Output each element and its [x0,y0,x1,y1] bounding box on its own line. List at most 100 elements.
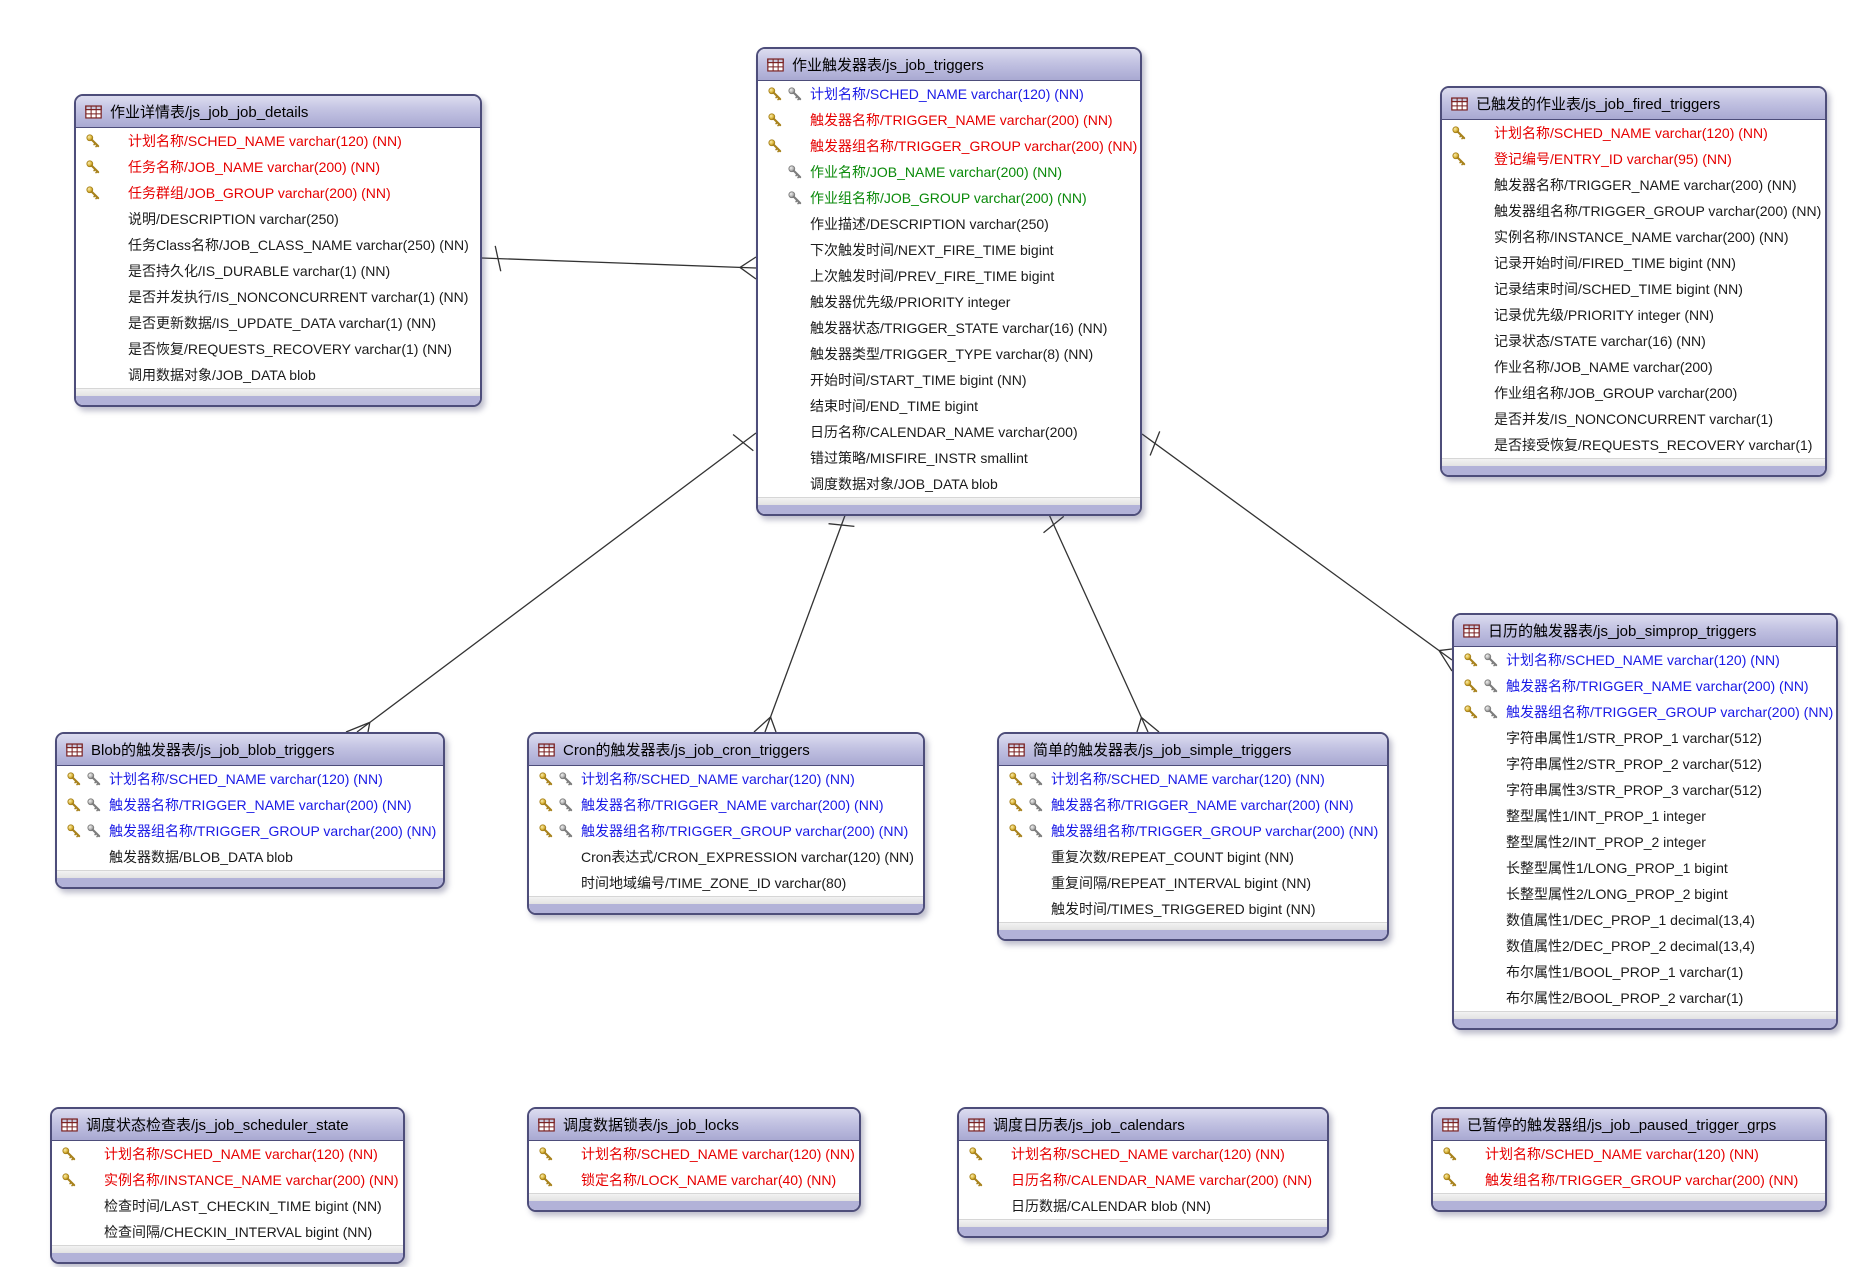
column-row[interactable]: 布尔属性2/BOOL_PROP_2 varchar(1) [1454,985,1836,1011]
column-row[interactable]: 触发器名称/TRIGGER_NAME varchar(200) (NN) [758,107,1140,133]
column-row[interactable]: 任务名称/JOB_NAME varchar(200) (NN) [76,154,480,180]
column-row[interactable]: 触发器组名称/TRIGGER_GROUP varchar(200) (NN) [1454,699,1836,725]
column-row[interactable]: 作业组名称/JOB_GROUP varchar(200) (NN) [758,185,1140,211]
column-row[interactable]: 检查时间/LAST_CHECKIN_TIME bigint (NN) [52,1193,403,1219]
table-header[interactable]: Blob的触发器表/js_job_blob_triggers [57,734,443,766]
column-row[interactable]: 触发组名称/TRIGGER_GROUP varchar(200) (NN) [1433,1167,1825,1193]
column-row[interactable]: 实例名称/INSTANCE_NAME varchar(200) (NN) [1442,224,1825,250]
table-header[interactable]: 调度数据锁表/js_job_locks [529,1109,859,1141]
column-row[interactable]: 调用数据对象/JOB_DATA blob [76,362,480,388]
column-row[interactable]: 数值属性1/DEC_PROP_1 decimal(13,4) [1454,907,1836,933]
column-row[interactable]: 触发器名称/TRIGGER_NAME varchar(200) (NN) [1442,172,1825,198]
table-header[interactable]: 已触发的作业表/js_job_fired_triggers [1442,88,1825,120]
table-header[interactable]: 调度日历表/js_job_calendars [959,1109,1327,1141]
column-row[interactable]: 重复次数/REPEAT_COUNT bigint (NN) [999,844,1387,870]
column-row[interactable]: 数值属性2/DEC_PROP_2 decimal(13,4) [1454,933,1836,959]
column-row[interactable]: 触发器数据/BLOB_DATA blob [57,844,443,870]
table-header[interactable]: 作业触发器表/js_job_triggers [758,49,1140,81]
column-row[interactable]: 实例名称/INSTANCE_NAME varchar(200) (NN) [52,1167,403,1193]
column-row[interactable]: 计划名称/SCHED_NAME varchar(120) (NN) [959,1141,1327,1167]
column-row[interactable]: 是否并发/IS_NONCONCURRENT varchar(1) [1442,406,1825,432]
one-cardinality-tick[interactable] [1149,431,1161,456]
column-row[interactable]: 开始时间/START_TIME bigint (NN) [758,367,1140,393]
one-cardinality-tick[interactable] [494,245,502,272]
column-row[interactable]: 作业名称/JOB_NAME varchar(200) (NN) [758,159,1140,185]
relationship-line[interactable] [764,509,848,733]
table-header[interactable]: 调度状态检查表/js_job_scheduler_state [52,1109,403,1141]
column-row[interactable]: 作业名称/JOB_NAME varchar(200) [1442,354,1825,380]
table-header[interactable]: 简单的触发器表/js_job_simple_triggers [999,734,1387,766]
column-row[interactable]: 触发器组名称/TRIGGER_GROUP varchar(200) (NN) [1442,198,1825,224]
column-row[interactable]: 长整型属性1/LONG_PROP_1 bigint [1454,855,1836,881]
column-row[interactable]: 触发器名称/TRIGGER_NAME varchar(200) (NN) [529,792,923,818]
table-header[interactable]: 日历的触发器表/js_job_simprop_triggers [1454,615,1836,647]
column-row[interactable]: 整型属性2/INT_PROP_2 integer [1454,829,1836,855]
column-row[interactable]: 调度数据对象/JOB_DATA blob [758,471,1140,497]
column-row[interactable]: 触发器名称/TRIGGER_NAME varchar(200) (NN) [57,792,443,818]
column-row[interactable]: 下次触发时间/NEXT_FIRE_TIME bigint [758,237,1140,263]
column-row[interactable]: 检查间隔/CHECKIN_INTERVAL bigint (NN) [52,1219,403,1245]
column-row[interactable]: 触发器名称/TRIGGER_NAME varchar(200) (NN) [1454,673,1836,699]
column-row[interactable]: 是否并发执行/IS_NONCONCURRENT varchar(1) (NN) [76,284,480,310]
column-row[interactable]: 计划名称/SCHED_NAME varchar(120) (NN) [999,766,1387,792]
column-row[interactable]: 布尔属性1/BOOL_PROP_1 varchar(1) [1454,959,1836,985]
column-row[interactable]: 计划名称/SCHED_NAME varchar(120) (NN) [529,1141,859,1167]
column-row[interactable]: 字符串属性1/STR_PROP_1 varchar(512) [1454,725,1836,751]
column-row[interactable]: 结束时间/END_TIME bigint [758,393,1140,419]
many-cardinality-crowfoot[interactable] [1438,648,1453,672]
many-cardinality-crowfoot[interactable] [753,716,777,733]
many-cardinality-crowfoot[interactable] [1136,716,1160,733]
column-row[interactable]: 日历名称/CALENDAR_NAME varchar(200) (NN) [959,1167,1327,1193]
table-header[interactable]: Cron的触发器表/js_job_cron_triggers [529,734,923,766]
column-row[interactable]: 计划名称/SCHED_NAME varchar(120) (NN) [57,766,443,792]
relationship-line[interactable] [481,257,757,269]
column-row[interactable]: 触发器状态/TRIGGER_STATE varchar(16) (NN) [758,315,1140,341]
column-row[interactable]: 触发器组名称/TRIGGER_GROUP varchar(200) (NN) [57,818,443,844]
column-row[interactable]: 登记编号/ENTRY_ID varchar(95) (NN) [1442,146,1825,172]
column-row[interactable]: 记录结束时间/SCHED_TIME bigint (NN) [1442,276,1825,302]
column-row[interactable]: 计划名称/SCHED_NAME varchar(120) (NN) [1433,1141,1825,1167]
relationship-line[interactable] [356,432,757,733]
column-row[interactable]: 触发器名称/TRIGGER_NAME varchar(200) (NN) [999,792,1387,818]
column-row[interactable]: 任务Class名称/JOB_CLASS_NAME varchar(250) (N… [76,232,480,258]
column-row[interactable]: 作业描述/DESCRIPTION varchar(250) [758,211,1140,237]
column-row[interactable]: 日历名称/CALENDAR_NAME varchar(200) [758,419,1140,445]
column-row[interactable]: 锁定名称/LOCK_NAME varchar(40) (NN) [529,1167,859,1193]
column-row[interactable]: 记录开始时间/FIRED_TIME bigint (NN) [1442,250,1825,276]
column-row[interactable]: 记录优先级/PRIORITY integer (NN) [1442,302,1825,328]
column-row[interactable]: 是否更新数据/IS_UPDATE_DATA varchar(1) (NN) [76,310,480,336]
one-cardinality-tick[interactable] [1043,515,1065,534]
column-row[interactable]: 触发器组名称/TRIGGER_GROUP varchar(200) (NN) [529,818,923,844]
table-header[interactable]: 已暂停的触发器组/js_job_paused_trigger_grps [1433,1109,1825,1141]
column-row[interactable]: 计划名称/SCHED_NAME varchar(120) (NN) [1454,647,1836,673]
column-row[interactable]: 错过策略/MISFIRE_INSTR smallint [758,445,1140,471]
column-row[interactable]: 记录状态/STATE varchar(16) (NN) [1442,328,1825,354]
relationship-line[interactable] [1046,509,1149,733]
column-row[interactable]: 字符串属性2/STR_PROP_2 varchar(512) [1454,751,1836,777]
column-row[interactable]: 计划名称/SCHED_NAME varchar(120) (NN) [76,128,480,154]
table-header[interactable]: 作业详情表/js_job_job_details [76,96,480,128]
column-row[interactable]: 触发器类型/TRIGGER_TYPE varchar(8) (NN) [758,341,1140,367]
many-cardinality-crowfoot[interactable] [739,256,757,280]
relationship-line[interactable] [1141,433,1453,661]
column-row[interactable]: 说明/DESCRIPTION varchar(250) [76,206,480,232]
column-row[interactable]: 长整型属性2/LONG_PROP_2 bigint [1454,881,1836,907]
column-row[interactable]: 字符串属性3/STR_PROP_3 varchar(512) [1454,777,1836,803]
column-row[interactable]: Cron表达式/CRON_EXPRESSION varchar(120) (NN… [529,844,923,870]
column-row[interactable]: 触发器组名称/TRIGGER_GROUP varchar(200) (NN) [758,133,1140,159]
column-row[interactable]: 计划名称/SCHED_NAME varchar(120) (NN) [1442,120,1825,146]
column-row[interactable]: 上次触发时间/PREV_FIRE_TIME bigint [758,263,1140,289]
one-cardinality-tick[interactable] [732,433,754,452]
one-cardinality-tick[interactable] [828,523,855,527]
column-row[interactable]: 作业组名称/JOB_GROUP varchar(200) [1442,380,1825,406]
column-row[interactable]: 时间地域编号/TIME_ZONE_ID varchar(80) [529,870,923,896]
